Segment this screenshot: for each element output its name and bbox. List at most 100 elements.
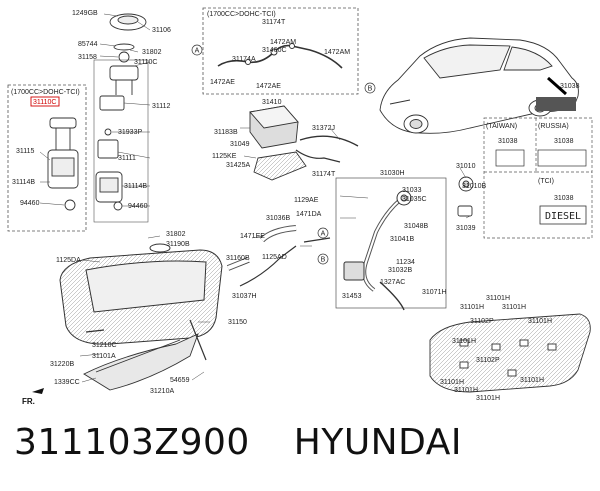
highlight-frame	[30, 96, 60, 107]
heat-protector	[83, 319, 207, 391]
part-label: 31802	[142, 49, 162, 56]
part-label: 1471DA	[296, 211, 322, 218]
callout-B-2: B	[317, 253, 329, 265]
front-direction-marker: FR.	[22, 388, 44, 406]
part-label: 31190B	[166, 241, 190, 248]
part-label: 1125DA	[56, 257, 81, 264]
part-label: 1472AM	[324, 49, 350, 56]
part-label: 31030H	[380, 170, 405, 177]
part-label: 31101H	[528, 318, 552, 325]
part-label: 31049	[230, 141, 250, 148]
diesel-text: DIESEL	[545, 211, 581, 222]
part-label: 31410	[262, 99, 282, 106]
part-label: 1472AE	[256, 83, 281, 90]
callout-A-1: A	[191, 44, 203, 56]
part-label: 31110C	[134, 59, 157, 66]
filler-neck-box	[335, 177, 447, 309]
dohc-left-box	[7, 84, 87, 232]
part-label: 31037H	[232, 293, 257, 300]
label-plate-main	[536, 97, 576, 111]
under-floor-cover	[429, 313, 591, 393]
part-label: 31174A	[232, 56, 256, 63]
part-label: 31220B	[50, 361, 74, 368]
part-label: 31038	[560, 83, 580, 90]
svg-text:A: A	[195, 48, 200, 55]
part-label: 31160B	[226, 255, 250, 262]
part-label: 31372J	[312, 125, 335, 132]
dohc-top-header: (1700CC>DOHC-TCI)	[207, 11, 276, 18]
part-label: 31933P	[118, 129, 142, 136]
part-label: 31114B	[124, 183, 147, 190]
part-label: 31802	[166, 231, 186, 238]
brand-name: HYUNDAI	[293, 422, 462, 463]
label-variants-box	[483, 117, 593, 239]
fuel-pump-module-left	[47, 117, 79, 211]
callout-B-1: B	[364, 82, 376, 94]
part-label: 31102P	[470, 318, 494, 325]
callout-A-2: A	[317, 227, 329, 239]
label-plate-russia	[537, 149, 587, 167]
part-label: 54659	[170, 377, 190, 384]
part-label: 1327AC	[380, 279, 405, 286]
part-label: 1339CC	[54, 379, 80, 386]
part-label: 31210A	[150, 388, 174, 395]
tci-header: (TCI)	[538, 178, 554, 185]
part-label: 31032B	[388, 267, 412, 274]
part-label: 31115	[16, 148, 35, 155]
filler-hoses	[226, 225, 331, 287]
part-label: 31041B	[390, 236, 414, 243]
part-label: 1249GB	[72, 10, 98, 17]
fuel-pump-module-center	[95, 13, 147, 211]
taiwan-header: (TAIWAN)	[486, 123, 517, 130]
part-label: 31210C	[92, 342, 117, 349]
part-label: 31101H	[440, 379, 464, 386]
part-label: 1471EE	[240, 233, 265, 240]
part-label: 31101H	[502, 304, 526, 311]
part-label: 31101A	[92, 353, 116, 360]
part-label: 31101H	[520, 377, 544, 384]
part-label: 31453	[342, 293, 362, 300]
part-label: 31010B	[462, 183, 486, 190]
part-label: 31071H	[422, 289, 447, 296]
part-label: 31174T	[262, 19, 286, 26]
label-plate-taiwan	[495, 149, 525, 167]
front-marker-text: FR.	[22, 397, 35, 406]
fuel-filler-door	[457, 176, 474, 217]
module-outline	[93, 59, 149, 223]
part-label: 1125AD	[262, 254, 287, 261]
part-number: 311103Z900	[14, 422, 250, 463]
svg-text:A: A	[321, 231, 326, 238]
leader-lines	[39, 13, 471, 383]
diesel-plate	[539, 205, 587, 225]
part-label: 31150	[228, 319, 247, 326]
part-label: 31038	[498, 138, 518, 145]
dohc-left-header: (1700CC>DOHC-TCI)	[11, 89, 80, 96]
part-label: 31183B	[214, 129, 238, 136]
part-caption: 311103Z900 HYUNDAI	[14, 422, 594, 482]
hose-clip	[245, 59, 251, 65]
part-label: 31101H	[486, 295, 510, 302]
part-label: 1472AE	[210, 79, 235, 86]
part-label: 31038	[554, 138, 574, 145]
part-label: 1129AE	[294, 197, 319, 204]
part-label: 31035C	[402, 196, 427, 203]
part-label: 31111	[118, 155, 136, 162]
part-label: 31158	[78, 54, 97, 61]
filler-neck	[343, 190, 412, 311]
svg-text:B: B	[321, 257, 326, 264]
car-illustration	[379, 37, 579, 134]
part-label: 85744	[78, 41, 98, 48]
exploded-diagram: (1700CC>DOHC-TCI) (1700CC>DOHC-TCI)	[7, 7, 593, 406]
part-label: 31425A	[226, 162, 250, 169]
part-label: 31033	[402, 187, 422, 194]
part-label: 31101H	[454, 387, 478, 394]
part-label: 1472AM	[270, 39, 296, 46]
fuel-tank	[59, 243, 223, 345]
highlighted-part-label: 31110C	[33, 99, 56, 106]
part-label: 31101H	[476, 395, 500, 402]
hose-clip	[289, 43, 295, 49]
part-label: 31101H	[460, 304, 484, 311]
part-label: 31114B	[12, 179, 35, 186]
part-label: 1125KE	[212, 153, 237, 160]
